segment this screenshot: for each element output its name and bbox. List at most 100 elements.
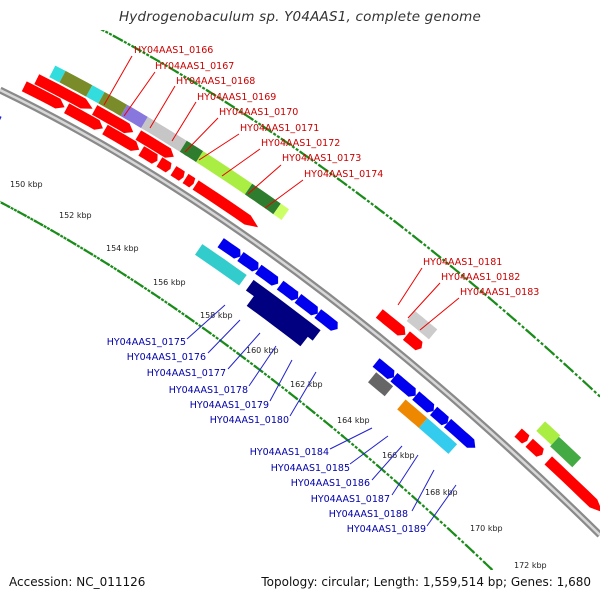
gene-label-0167[interactable]: HY04AAS1_0167 bbox=[155, 61, 234, 72]
functional-block[interactable] bbox=[245, 279, 321, 341]
gc-tick bbox=[438, 255, 442, 259]
forward-gene-arrow[interactable] bbox=[64, 103, 103, 130]
gene-label-0178[interactable]: HY04AAS1_0178 bbox=[169, 385, 248, 396]
gc-tick bbox=[53, 5, 56, 6]
gc-tick bbox=[10, 206, 14, 211]
gc-tick bbox=[101, 30, 105, 32]
gene-label-0174[interactable]: HY04AAS1_0174 bbox=[304, 169, 383, 180]
gc-tick bbox=[211, 333, 216, 338]
gene-label-0181[interactable]: HY04AAS1_0181 bbox=[423, 257, 502, 268]
gene-label-0169[interactable]: HY04AAS1_0169 bbox=[197, 92, 276, 103]
functional-block[interactable] bbox=[244, 183, 281, 215]
gene-label-0187[interactable]: HY04AAS1_0187 bbox=[311, 494, 390, 505]
functional-block[interactable] bbox=[0, 111, 2, 128]
gc-tick bbox=[460, 540, 465, 544]
gene-label-0177[interactable]: HY04AAS1_0177 bbox=[147, 368, 226, 379]
gene-label-0184[interactable]: HY04AAS1_0184 bbox=[250, 447, 329, 458]
functional-block[interactable] bbox=[273, 203, 289, 220]
forward-gene-arrow[interactable] bbox=[192, 180, 259, 228]
gc-tick bbox=[488, 296, 498, 306]
functional-block[interactable] bbox=[179, 140, 204, 163]
gc-tick bbox=[593, 390, 597, 394]
gc-tick bbox=[407, 231, 412, 235]
reverse-gene-arrow[interactable] bbox=[237, 252, 259, 272]
forward-gene-arrow[interactable] bbox=[514, 428, 530, 444]
reverse-gene-arrow[interactable] bbox=[314, 309, 338, 331]
gene-label-0189[interactable]: HY04AAS1_0189 bbox=[347, 524, 426, 535]
gc-tick bbox=[439, 520, 444, 524]
forward-gene-arrow[interactable] bbox=[102, 124, 140, 151]
gc-tick bbox=[312, 410, 316, 415]
gc-tick bbox=[301, 402, 306, 406]
reverse-gene-arrow[interactable] bbox=[217, 238, 241, 259]
reverse-gene-arrow[interactable] bbox=[294, 294, 318, 316]
gene-label-0176[interactable]: HY04AAS1_0176 bbox=[127, 352, 206, 363]
forward-gene-arrow[interactable] bbox=[170, 166, 185, 181]
functional-block[interactable] bbox=[536, 421, 561, 445]
forward-gene-arrow[interactable] bbox=[182, 173, 196, 188]
functional-block[interactable] bbox=[141, 116, 187, 152]
functional-block[interactable] bbox=[368, 372, 394, 397]
gene-label-0185[interactable]: HY04AAS1_0185 bbox=[271, 463, 350, 474]
reverse-gene-arrow[interactable] bbox=[255, 264, 279, 286]
functional-block[interactable] bbox=[98, 92, 128, 117]
forward-gene-arrow[interactable] bbox=[138, 146, 158, 164]
functional-block[interactable] bbox=[196, 151, 253, 195]
gene-label-0173[interactable]: HY04AAS1_0173 bbox=[282, 153, 361, 164]
functional-block[interactable] bbox=[59, 70, 93, 97]
gc-tick bbox=[450, 265, 460, 274]
reverse-gene-arrow[interactable] bbox=[412, 391, 435, 413]
functional-block[interactable] bbox=[406, 310, 438, 340]
gene-label-0171[interactable]: HY04AAS1_0171 bbox=[240, 123, 319, 134]
gene-label-0183[interactable]: HY04AAS1_0183 bbox=[460, 287, 539, 298]
gc-tick bbox=[447, 527, 457, 537]
forward-gene-arrow[interactable] bbox=[34, 74, 93, 109]
gene-label-0175[interactable]: HY04AAS1_0175 bbox=[107, 337, 186, 348]
forward-gene-arrow[interactable] bbox=[92, 105, 134, 134]
gene-label-0182[interactable]: HY04AAS1_0182 bbox=[441, 272, 520, 283]
reverse-gene-arrow[interactable] bbox=[443, 418, 476, 448]
reverse-gene-arrow[interactable] bbox=[372, 358, 395, 379]
gc-tick bbox=[328, 171, 333, 176]
forward-gene-arrow[interactable] bbox=[402, 331, 423, 351]
gene-label-0170[interactable]: HY04AAS1_0170 bbox=[219, 107, 298, 118]
gc-tick bbox=[160, 298, 165, 302]
forward-gene-arrow[interactable] bbox=[375, 309, 406, 336]
functional-block[interactable] bbox=[418, 418, 458, 454]
gene-label-0180[interactable]: HY04AAS1_0180 bbox=[210, 415, 289, 426]
functional-block[interactable] bbox=[86, 85, 105, 104]
gc-tick bbox=[517, 321, 522, 326]
gene-label-0168[interactable]: HY04AAS1_0168 bbox=[176, 76, 255, 87]
reverse-gene-arrow[interactable] bbox=[276, 280, 299, 301]
gc-tick bbox=[310, 158, 314, 162]
gc-tick bbox=[100, 30, 104, 32]
gene-label-0186[interactable]: HY04AAS1_0186 bbox=[291, 478, 370, 489]
gc-tick bbox=[319, 416, 323, 421]
functional-block[interactable] bbox=[195, 244, 247, 286]
functional-block[interactable] bbox=[246, 295, 309, 347]
gc-tick bbox=[276, 134, 281, 139]
gc-tick bbox=[521, 325, 525, 329]
forward-gene-arrow[interactable] bbox=[544, 456, 600, 512]
gc-tick bbox=[306, 155, 311, 160]
forward-gene-arrow[interactable] bbox=[156, 157, 172, 173]
gene-label-0166[interactable]: HY04AAS1_0166 bbox=[134, 45, 213, 56]
gene-label-0179[interactable]: HY04AAS1_0179 bbox=[190, 400, 269, 411]
reverse-gene-arrow[interactable] bbox=[430, 406, 449, 426]
forward-gene-arrow[interactable] bbox=[21, 81, 65, 109]
functional-block[interactable] bbox=[49, 65, 66, 83]
reverse-gene-arrow[interactable] bbox=[390, 373, 416, 397]
kbp-label-172: 172 kbp bbox=[514, 561, 547, 570]
functional-block[interactable] bbox=[550, 436, 582, 468]
gene-label-0172[interactable]: HY04AAS1_0172 bbox=[261, 138, 340, 149]
kbp-label-150: 150 kbp bbox=[10, 180, 43, 189]
gc-tick bbox=[370, 202, 374, 206]
forward-gene-arrow[interactable] bbox=[525, 438, 544, 457]
functional-block[interactable] bbox=[397, 399, 428, 429]
gene-label-0188[interactable]: HY04AAS1_0188 bbox=[329, 509, 408, 520]
gc-tick bbox=[160, 61, 165, 66]
gc-tick bbox=[143, 286, 148, 291]
gc-tick bbox=[164, 300, 168, 304]
forward-gene-arrow[interactable] bbox=[135, 130, 174, 158]
